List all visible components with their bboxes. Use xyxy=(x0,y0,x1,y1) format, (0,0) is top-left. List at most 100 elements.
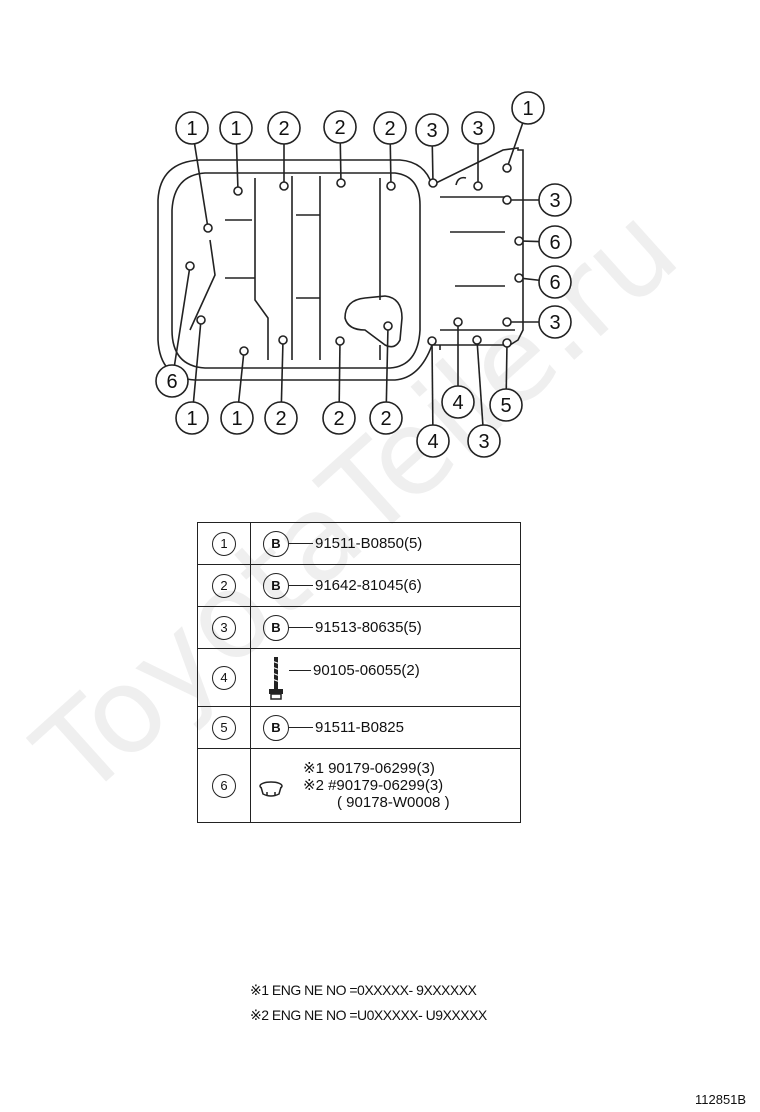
part-number: 90105-06055(2) xyxy=(313,662,420,679)
leader-line xyxy=(280,343,284,403)
leader-line xyxy=(235,143,239,188)
callout-label: 4 xyxy=(452,392,463,414)
sump-pocket xyxy=(344,295,403,348)
callout-circle xyxy=(416,424,450,458)
callout-circle xyxy=(538,225,572,259)
leader-line xyxy=(385,329,389,403)
callout-circle xyxy=(220,401,254,435)
bolt-hole xyxy=(278,335,288,345)
part-number: 91511-B0850(5) xyxy=(315,535,423,552)
ref-number: 3 xyxy=(212,615,236,640)
callout-label: 2 xyxy=(384,118,395,140)
bolt-hole xyxy=(502,317,512,327)
part-number-line: ※2 #90179-06299(3) xyxy=(303,777,444,794)
callout-label: 3 xyxy=(426,120,437,142)
bolt-hole xyxy=(233,186,243,196)
footnote: ※1 ENG NE NO =0XXXXX- 9XXXXXX xyxy=(250,982,477,998)
callout-circle xyxy=(267,111,301,145)
ref-number: 6 xyxy=(212,773,236,798)
table-row: 5 B 91511-B0825 xyxy=(197,706,521,749)
callout-label: 6 xyxy=(549,232,560,254)
part-number: 91513-80635(5) xyxy=(315,619,422,636)
callout-circle xyxy=(219,111,253,145)
parts-table: 1 B 91511-B0850(5) 2 B 91642-81045(6) 3 B 9… xyxy=(197,522,521,823)
bolt-hole xyxy=(502,195,512,205)
callout-label: 1 xyxy=(186,118,197,140)
callout-label: 3 xyxy=(472,118,483,140)
footnotes: ※1 ENG NE NO =0XXXXX- 9XXXXXX ※2 ENG NE … xyxy=(250,978,487,1028)
bolt-hole xyxy=(239,346,249,356)
bolt-hole xyxy=(427,336,437,346)
bolt-hole xyxy=(383,321,393,331)
ref-number: 1 xyxy=(212,531,236,556)
ref-number: 4 xyxy=(212,665,236,690)
pan-inner-flange xyxy=(171,172,421,369)
callout-label: 1 xyxy=(522,98,533,120)
leader-line xyxy=(389,143,392,183)
ref-number: 5 xyxy=(212,715,236,740)
table-row: 2 B 91642-81045(6) xyxy=(197,564,521,607)
diagram-code: 112851B xyxy=(695,1092,747,1107)
callout-label: 4 xyxy=(427,431,438,453)
callout-circle xyxy=(155,364,189,398)
bolt-hole xyxy=(502,163,512,173)
callout-circle xyxy=(175,401,209,435)
leader-line xyxy=(173,269,191,366)
part-number: 91511-B0825 xyxy=(315,719,404,736)
bolt-hole xyxy=(428,178,438,188)
part-number-line: ( 90178-W0008 ) xyxy=(337,794,450,811)
leader-line xyxy=(193,143,209,225)
table-row: 4 90105-06055(2) xyxy=(197,648,521,707)
part-number: 91642-81045(6) xyxy=(315,577,422,594)
callout-circle xyxy=(461,111,495,145)
callout-circle xyxy=(175,111,209,145)
bolt-hole xyxy=(473,181,483,191)
bolt-b-icon: B xyxy=(263,572,289,599)
callout-circle xyxy=(441,385,475,419)
part-number-line: ※1 90179-06299(3) xyxy=(303,760,435,777)
leader-line xyxy=(339,142,342,180)
ref-number: 2 xyxy=(212,573,236,598)
callout-circle xyxy=(511,91,545,125)
callout-label: 5 xyxy=(500,395,511,417)
pan-baffle xyxy=(189,176,381,360)
callout-label: 2 xyxy=(333,408,344,430)
bolt-hole xyxy=(514,273,524,283)
bolt-hole xyxy=(335,336,345,346)
table-row: 1 B 91511-B0850(5) xyxy=(197,522,521,565)
callout-label: 2 xyxy=(275,408,286,430)
bolt-b-icon: B xyxy=(263,714,289,741)
leader-line xyxy=(192,323,202,403)
leader-line xyxy=(507,122,524,165)
callout-label: 1 xyxy=(231,408,242,430)
leader-line xyxy=(237,354,245,403)
bolt-hole xyxy=(336,178,346,188)
bolt-hole xyxy=(386,181,396,191)
callout-circle xyxy=(538,265,572,299)
callout-circle xyxy=(323,110,357,144)
callout-circle xyxy=(415,113,449,147)
bolt-hole xyxy=(514,236,524,246)
callout-label: 3 xyxy=(549,190,560,212)
bolt-b-icon: B xyxy=(263,530,289,557)
flange-hook xyxy=(455,176,467,186)
footnote: ※2 ENG NE NO =U0XXXXX- U9XXXXX xyxy=(250,1007,487,1023)
callout-circle xyxy=(264,401,298,435)
callout-circle xyxy=(373,111,407,145)
callout-label: 3 xyxy=(478,431,489,453)
callout-label: 2 xyxy=(334,117,345,139)
callout-label: 3 xyxy=(549,312,560,334)
callout-circle xyxy=(538,183,572,217)
callout-label: 6 xyxy=(549,272,560,294)
callout-label: 1 xyxy=(230,118,241,140)
leader-line xyxy=(338,344,341,403)
callout-circle xyxy=(467,424,501,458)
pan-outline xyxy=(157,147,524,381)
flange-lines xyxy=(439,196,515,350)
bolt-hole xyxy=(185,261,195,271)
bolt-hole xyxy=(203,223,213,233)
callout-label: 2 xyxy=(380,408,391,430)
bolt-hole xyxy=(279,181,289,191)
callout-label: 1 xyxy=(186,408,197,430)
